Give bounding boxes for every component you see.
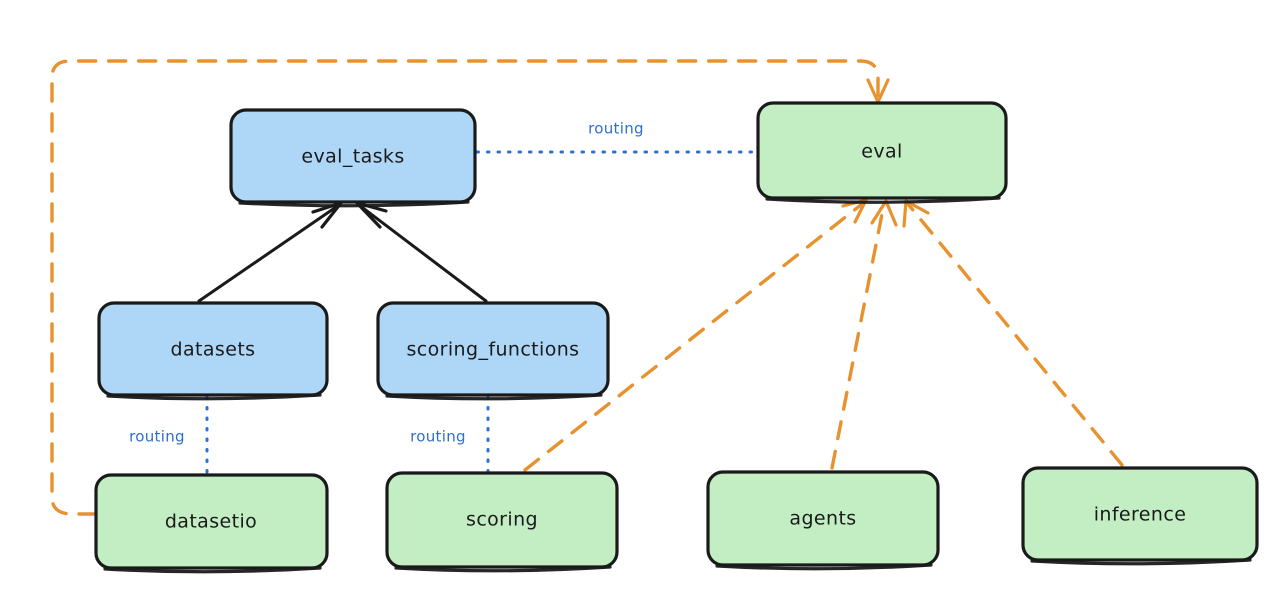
node-scoring-functions-sketch-accent (385, 393, 603, 401)
edge-scoring-eval-path (523, 202, 864, 472)
node-agents-box (706, 470, 940, 567)
node-eval-tasks-label: eval_tasks (301, 146, 404, 168)
node-inference-sketch-accent (1030, 558, 1252, 566)
node-eval-tasks-box (229, 108, 477, 204)
edge-label-routing-mid: routing (410, 428, 466, 446)
node-scoring-functions[interactable]: scoring_functions (376, 301, 610, 401)
node-scoring[interactable]: scoring (385, 471, 619, 573)
routing-edges-group (205, 150, 758, 478)
nodes-group: eval_tasks eval datasets scoring_functio… (94, 101, 1259, 574)
node-datasetio-box (94, 473, 329, 570)
node-eval-tasks-sketch-accent (238, 200, 470, 208)
edge-agents-eval[interactable] (830, 199, 898, 470)
node-inference-label: inference (1094, 504, 1187, 526)
solid-edges-group (197, 201, 488, 303)
edge-scoring-eval-arrowhead (841, 198, 868, 224)
edge-scoringfunctions-evaltasks[interactable] (355, 201, 488, 303)
node-datasets-sketch-accent (106, 393, 322, 401)
node-eval-box (756, 101, 1008, 200)
node-scoring-sketch-accent (394, 565, 612, 573)
node-agents-label: agents (789, 508, 856, 530)
node-eval[interactable]: eval (756, 101, 1008, 204)
node-scoring-box (385, 471, 619, 569)
node-scoring-functions-box (376, 301, 610, 397)
node-datasets-label: datasets (171, 339, 256, 361)
edge-datasets-evaltasks[interactable] (197, 201, 343, 303)
node-eval-tasks[interactable]: eval_tasks (229, 108, 477, 208)
edge-inference-eval-path (906, 202, 1124, 467)
node-datasets-box (97, 301, 329, 397)
node-eval-sketch-accent (765, 196, 1001, 204)
edge-datasetio-eval-path (50, 59, 880, 516)
edge-scoring-eval[interactable] (523, 198, 868, 472)
node-eval-label: eval (861, 141, 902, 163)
node-inference-box (1021, 466, 1259, 562)
edge-datasets-evaltasks-path (197, 203, 341, 303)
edge-label-routing-left: routing (129, 428, 185, 446)
node-agents-sketch-accent (715, 563, 933, 571)
node-datasetio[interactable]: datasetio (94, 473, 329, 574)
node-scoring-label: scoring (466, 509, 538, 531)
node-inference[interactable]: inference (1021, 466, 1259, 566)
edge-label-routing-top: routing (588, 120, 644, 138)
node-datasetio-sketch-accent (103, 566, 322, 574)
edge-labels-group: routing routing routing (129, 120, 644, 446)
edge-agents-eval-path (830, 202, 886, 470)
edge-agents-eval-arrowhead (870, 199, 898, 227)
node-scoring-functions-label: scoring_functions (407, 339, 580, 361)
node-agents[interactable]: agents (706, 470, 940, 571)
edge-inference-eval[interactable] (902, 199, 1124, 467)
edge-scoringfunctions-evaltasks-path (357, 203, 488, 303)
node-datasets[interactable]: datasets (97, 301, 329, 401)
node-datasetio-label: datasetio (165, 511, 257, 533)
